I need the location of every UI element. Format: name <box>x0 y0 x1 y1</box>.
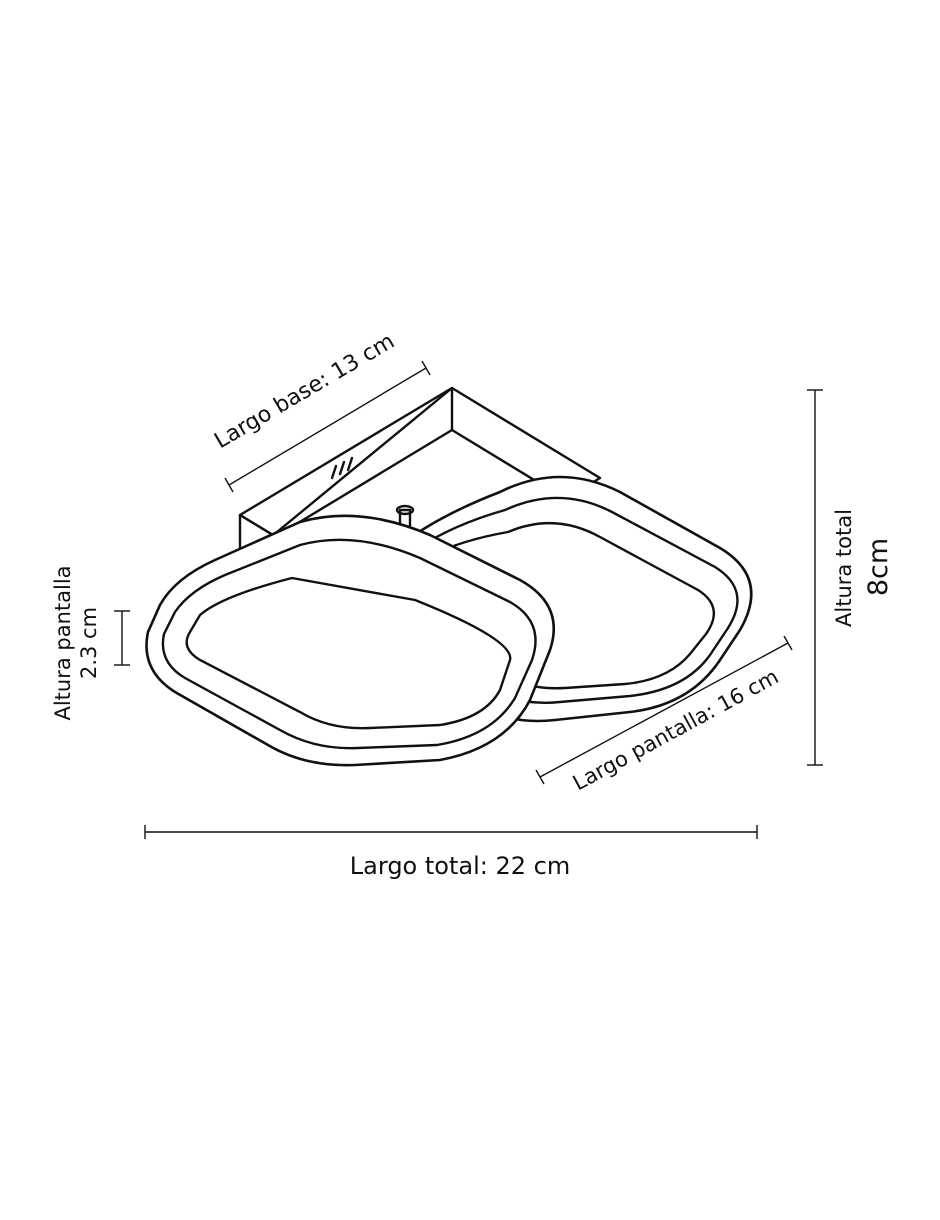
label-altura-pantalla: Altura pantalla <box>51 565 75 720</box>
dim-line <box>228 367 427 486</box>
label-largo-base: Largo base: 13 cm <box>210 329 399 454</box>
dim-tick <box>421 360 431 376</box>
rod-cap <box>395 504 415 516</box>
vent-slot <box>330 464 338 480</box>
vent-slot <box>338 460 346 476</box>
dim-tick <box>224 477 234 493</box>
value-altura-total: 8cm <box>863 538 894 596</box>
dim-altura-pantalla: Altura pantalla 2.3 cm <box>51 565 130 721</box>
dim-line <box>539 642 789 778</box>
vent-slot <box>346 456 354 472</box>
dim-tick <box>783 635 793 651</box>
left-ring-hole <box>185 576 512 730</box>
dim-tick <box>535 769 545 785</box>
value-altura-pantalla: 2.3 cm <box>77 607 101 679</box>
base-edge <box>258 386 454 548</box>
label-largo-total: Largo total: 22 cm <box>350 852 570 880</box>
dim-altura-total: Altura total 8cm <box>807 389 894 766</box>
dim-largo-total: Largo total: 22 cm <box>144 825 758 880</box>
left-ring <box>145 514 555 767</box>
label-altura-total: Altura total <box>832 509 856 627</box>
